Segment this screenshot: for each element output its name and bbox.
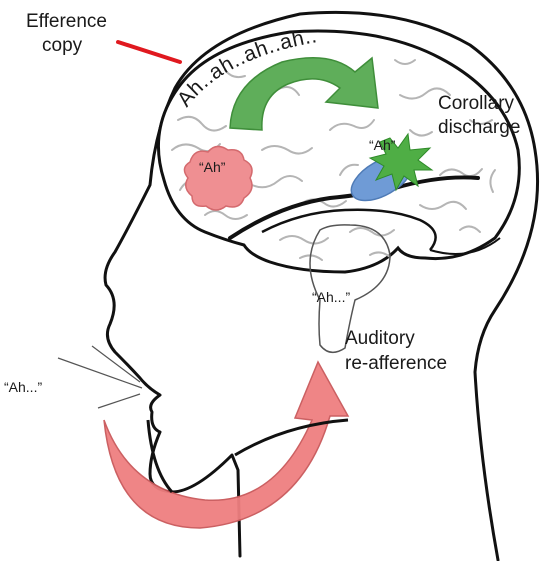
auditory-reafference-label-line1: Auditory: [345, 328, 415, 349]
motor-area-label: “Ah”: [199, 159, 226, 175]
sound-lines: [57, 345, 143, 409]
corollary-discharge-label-line2: discharge: [438, 117, 520, 138]
jaw-line: [234, 418, 349, 457]
cerebellum: [429, 237, 501, 255]
efference-copy-label-line1: Efference: [26, 11, 107, 32]
efference-copy-label-line2: copy: [42, 35, 83, 56]
auditory-target-label: “Ah”: [369, 137, 396, 153]
mouth-sound-label: “Ah...”: [4, 379, 42, 395]
efference-pointer-line: [116, 40, 182, 64]
ear-outline: [309, 224, 391, 354]
neck-line: [146, 419, 174, 494]
temporal-gyri: [279, 227, 395, 261]
red-reafference-arrow: [103, 360, 350, 529]
green-feedforward-arrow: [229, 56, 379, 131]
head-outline: [103, 10, 540, 561]
temporal-lobe: [261, 208, 437, 251]
ear-sound-label: “Ah...”: [312, 289, 350, 305]
corollary-discharge-label-line1: Corollary: [438, 93, 515, 114]
corollary-star: [368, 132, 434, 192]
motor-area-blob: [183, 145, 253, 211]
auditory-reafference-label-line2: re-afference: [345, 353, 447, 374]
